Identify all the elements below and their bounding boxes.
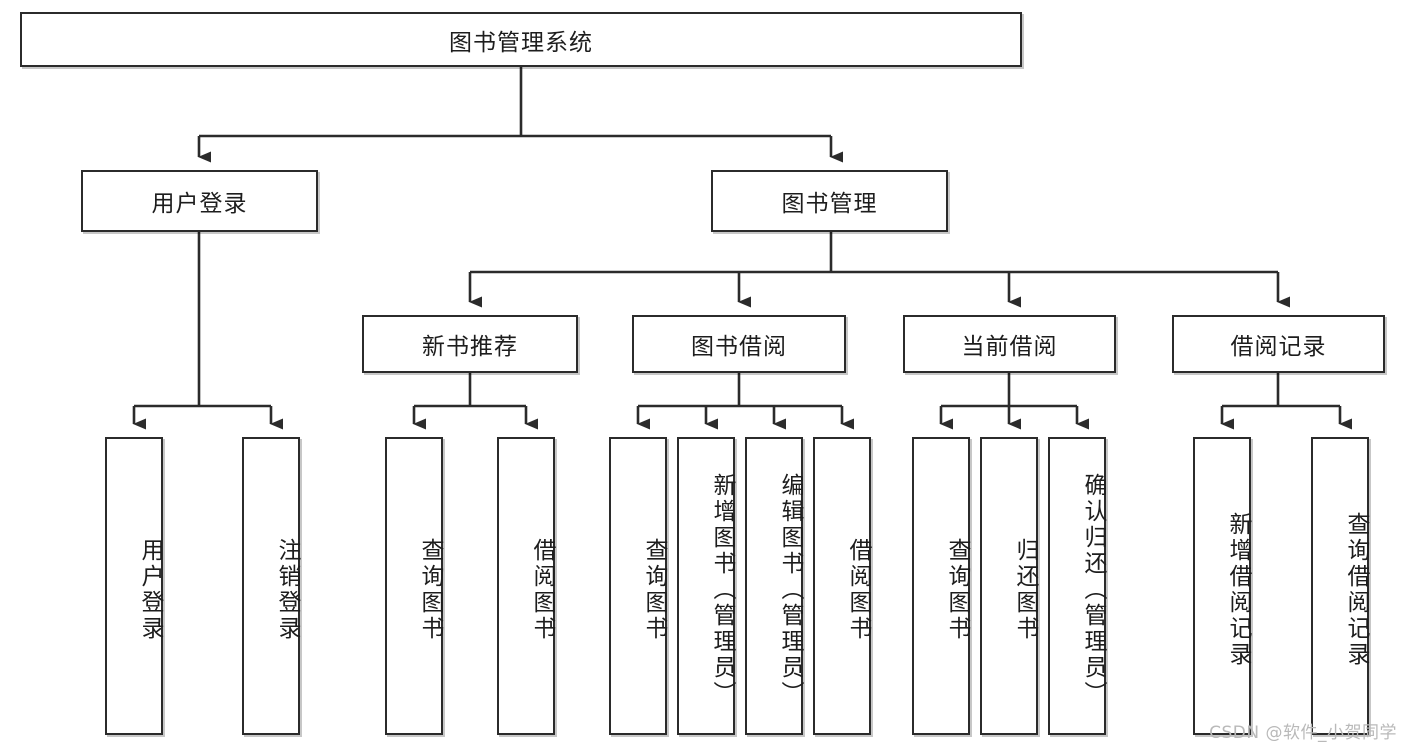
node-current-borrow[interactable]: 当前借阅 bbox=[903, 315, 1116, 373]
node-label: 编辑图书（管理员） bbox=[777, 473, 803, 707]
node-label: 用户登录 bbox=[137, 538, 163, 642]
node-leaf-query-book-1[interactable]: 查询图书 bbox=[385, 437, 443, 735]
node-label: 借阅图书 bbox=[529, 538, 555, 642]
node-leaf-borrow-book-1[interactable]: 借阅图书 bbox=[497, 437, 555, 735]
node-label: 借阅图书 bbox=[845, 538, 871, 642]
node-label: 查询图书 bbox=[417, 538, 443, 642]
node-label: 新增图书（管理员） bbox=[709, 473, 735, 707]
csdn-watermark: CSDN @软件_小贺同学 bbox=[1209, 723, 1397, 743]
node-label: 查询图书 bbox=[641, 538, 667, 642]
node-user-login[interactable]: 用户登录 bbox=[81, 170, 318, 232]
node-leaf-borrow-book-2[interactable]: 借阅图书 bbox=[813, 437, 871, 735]
node-label: 借阅记录 bbox=[1230, 334, 1327, 360]
node-leaf-user-logout[interactable]: 注销登录 bbox=[242, 437, 300, 735]
node-new-book-recommend[interactable]: 新书推荐 bbox=[362, 315, 578, 373]
node-label: 确认归还（管理员） bbox=[1080, 473, 1106, 707]
node-leaf-query-book-2[interactable]: 查询图书 bbox=[609, 437, 667, 735]
node-label: 新增借阅记录 bbox=[1225, 512, 1251, 668]
node-borrow-record[interactable]: 借阅记录 bbox=[1172, 315, 1385, 373]
node-leaf-return-book[interactable]: 归还图书 bbox=[980, 437, 1038, 735]
node-leaf-user-login[interactable]: 用户登录 bbox=[105, 437, 163, 735]
node-root-system[interactable]: 图书管理系统 bbox=[20, 12, 1022, 67]
node-label: 图书管理系统 bbox=[449, 29, 593, 56]
node-label: 图书管理 bbox=[781, 191, 878, 217]
node-label: 当前借阅 bbox=[961, 334, 1058, 360]
node-label: 查询图书 bbox=[944, 538, 970, 642]
node-label: 新书推荐 bbox=[422, 334, 518, 360]
node-label: 归还图书 bbox=[1012, 538, 1038, 642]
node-leaf-query-book-3[interactable]: 查询图书 bbox=[912, 437, 970, 735]
node-leaf-add-record[interactable]: 新增借阅记录 bbox=[1193, 437, 1251, 735]
node-label: 查询借阅记录 bbox=[1343, 512, 1369, 668]
node-label: 注销登录 bbox=[274, 538, 300, 642]
node-book-borrow[interactable]: 图书借阅 bbox=[632, 315, 846, 373]
node-leaf-edit-book[interactable]: 编辑图书（管理员） bbox=[745, 437, 803, 735]
node-leaf-add-book[interactable]: 新增图书（管理员） bbox=[677, 437, 735, 735]
node-label: 用户登录 bbox=[151, 191, 248, 217]
node-leaf-confirm-return[interactable]: 确认归还（管理员） bbox=[1048, 437, 1106, 735]
node-leaf-query-record[interactable]: 查询借阅记录 bbox=[1311, 437, 1369, 735]
node-label: 图书借阅 bbox=[691, 334, 787, 360]
node-book-management[interactable]: 图书管理 bbox=[711, 170, 948, 232]
